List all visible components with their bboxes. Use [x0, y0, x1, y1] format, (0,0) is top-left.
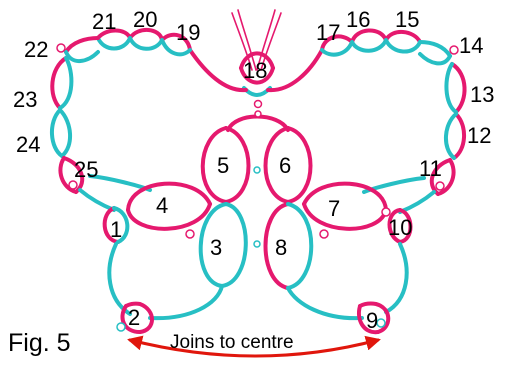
ring-label-10: 10	[388, 215, 412, 240]
ring-label-19: 19	[176, 20, 200, 45]
ring-label-11: 11	[419, 156, 442, 181]
right-upper-wing	[266, 28, 467, 214]
ring-label-14: 14	[459, 33, 483, 58]
ring-label-7: 7	[328, 196, 340, 221]
ring-label-25: 25	[74, 157, 98, 182]
body-rings	[126, 110, 388, 290]
ring-label-18: 18	[243, 58, 267, 83]
left-upper-wing	[50, 28, 248, 212]
ring-label-23: 23	[13, 87, 37, 112]
lower-wings	[102, 206, 413, 335]
ring-label-12: 12	[467, 123, 491, 148]
antennae	[231, 9, 282, 71]
ring-label-9: 9	[366, 308, 378, 333]
ring-label-24: 24	[16, 132, 40, 157]
ring-label-3: 3	[210, 235, 222, 260]
ring-labels: 1 2 3 4 5 6 7 8 9 10 11 12 13 14 15 16 1…	[13, 7, 494, 333]
ring-label-15: 15	[395, 7, 419, 32]
figure-label: Fig. 5	[8, 329, 71, 357]
ring-label-4: 4	[156, 193, 168, 218]
ring-label-2: 2	[128, 305, 140, 330]
joins-caption: Joins to centre	[170, 332, 294, 353]
ring-label-21: 21	[92, 9, 116, 34]
ring-label-8: 8	[275, 235, 287, 260]
joins-to-centre-arrow	[127, 335, 381, 358]
ring-label-17: 17	[316, 20, 340, 45]
ring-label-1: 1	[110, 217, 122, 242]
ring-label-6: 6	[279, 153, 291, 178]
ring-label-13: 13	[470, 82, 494, 107]
ring-label-20: 20	[133, 7, 157, 32]
ring-label-22: 22	[24, 37, 48, 62]
ring-label-16: 16	[346, 7, 370, 32]
ring-label-5: 5	[217, 153, 229, 178]
